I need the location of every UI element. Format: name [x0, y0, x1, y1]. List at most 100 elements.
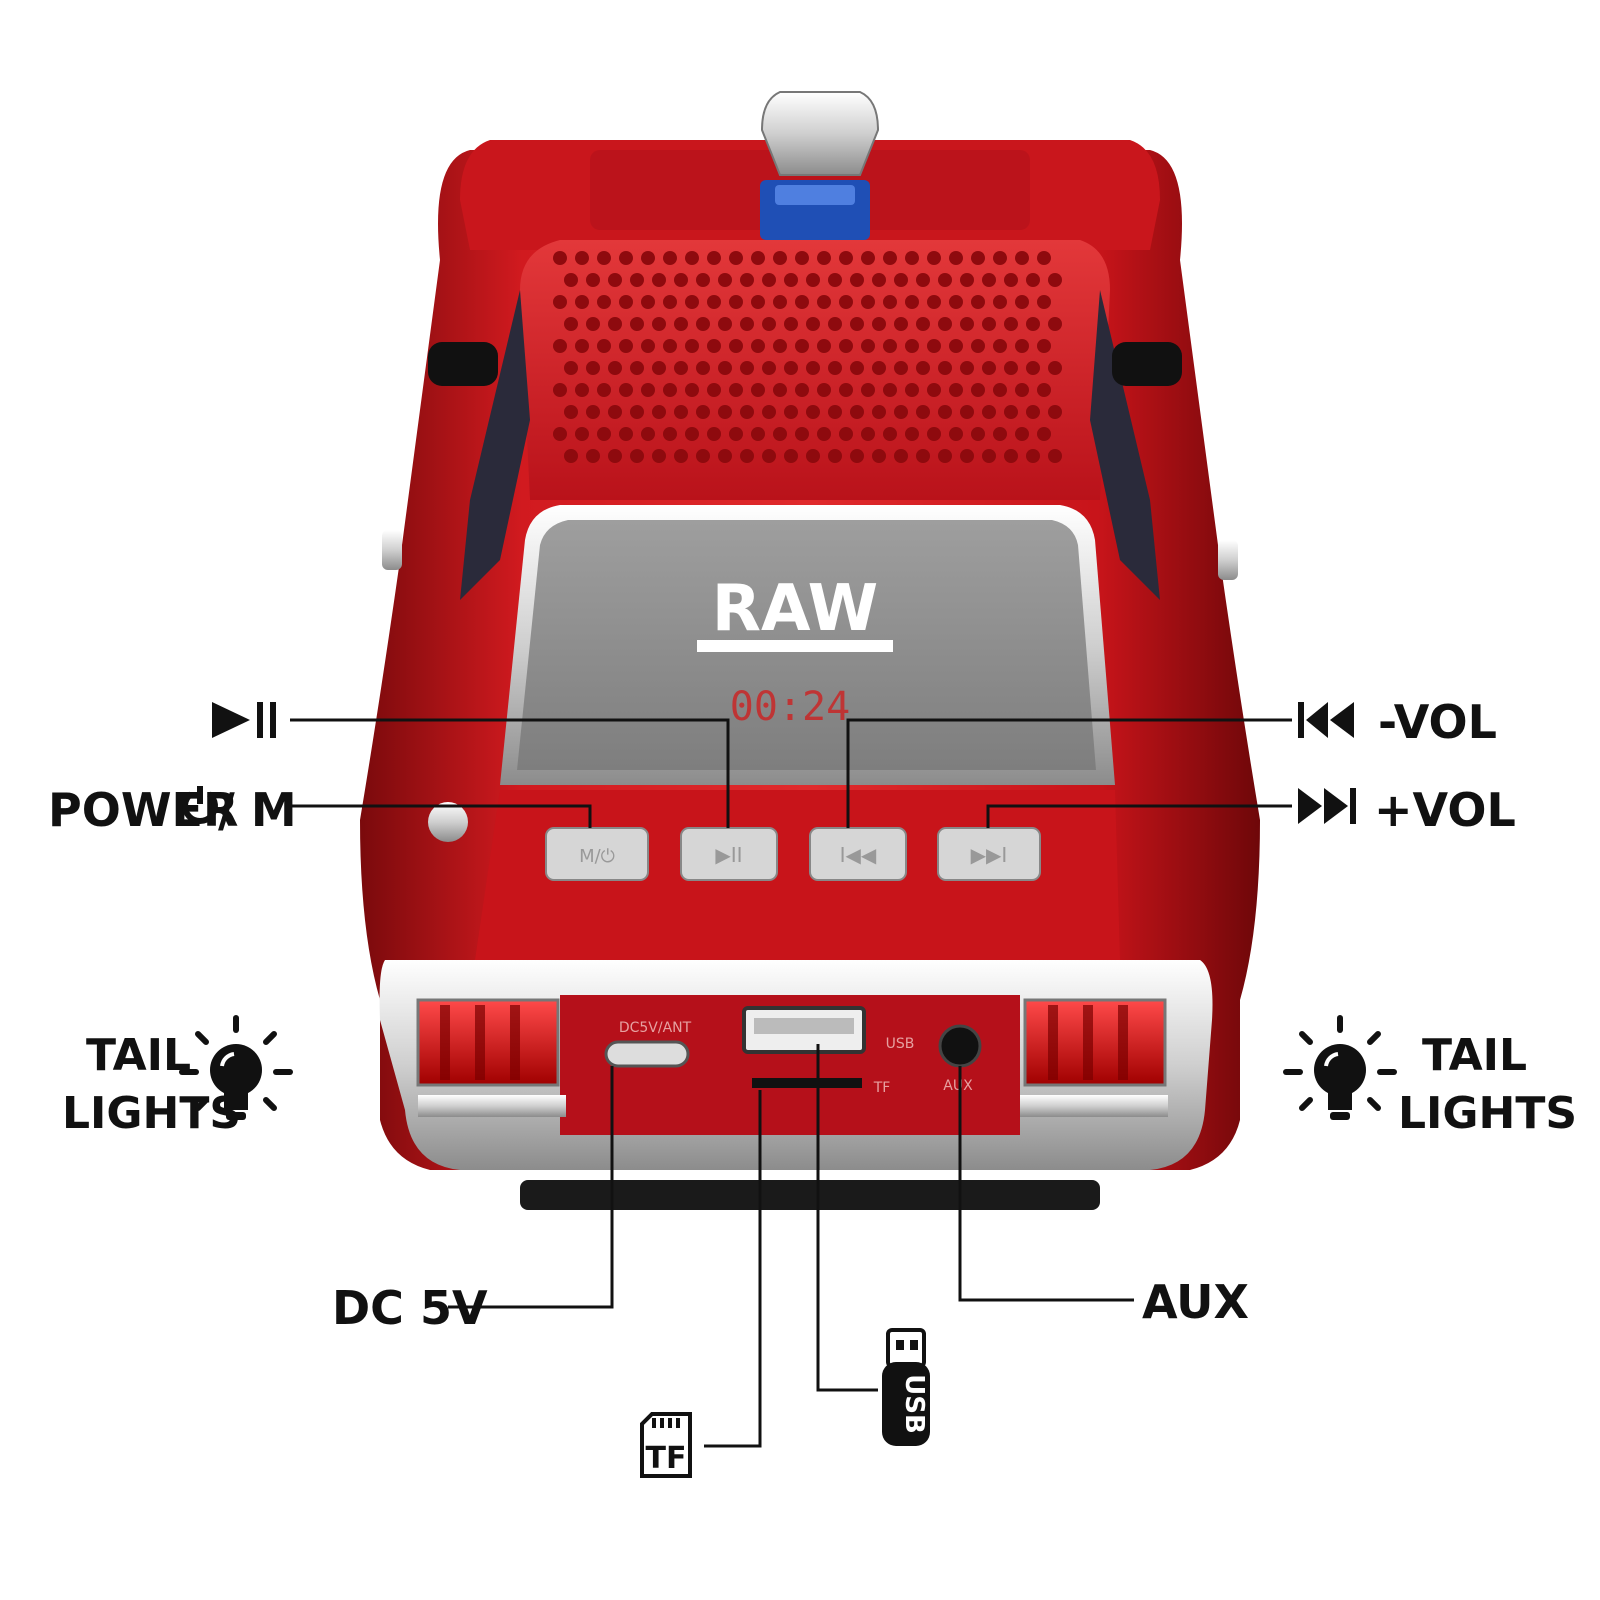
grille-hole — [993, 295, 1007, 309]
tail-right-line1: TAIL — [1422, 1030, 1527, 1081]
grille-hole — [784, 273, 798, 287]
grille-hole — [916, 317, 930, 331]
grille-hole — [564, 361, 578, 375]
grille-hole — [586, 273, 600, 287]
grille-hole — [817, 427, 831, 441]
grille-hole — [608, 273, 622, 287]
tail-left-line2: LIGHTS — [62, 1088, 241, 1139]
grille-hole — [916, 273, 930, 287]
grille-hole — [1004, 361, 1018, 375]
grille-hole — [641, 295, 655, 309]
grille-hole — [1015, 251, 1029, 265]
grille-hole — [630, 273, 644, 287]
usb-port-tongue — [754, 1018, 854, 1034]
grille-hole — [674, 273, 688, 287]
grille-hole — [949, 251, 963, 265]
power-text: POWER — [48, 783, 238, 837]
tail-lights-left-label: TAIL LIGHTS — [62, 1015, 293, 1139]
grille-hole — [850, 317, 864, 331]
dc-port[interactable] — [604, 1040, 690, 1068]
grille-hole — [883, 251, 897, 265]
grille-hole — [586, 317, 600, 331]
previous-button[interactable] — [809, 827, 907, 881]
tf-card-icon: TF — [640, 1412, 692, 1478]
grille-hole — [894, 449, 908, 463]
aux-label: AUX — [1142, 1275, 1249, 1329]
grille-hole — [740, 273, 754, 287]
grille-hole — [707, 295, 721, 309]
grille-hole — [916, 449, 930, 463]
grille-hole — [927, 339, 941, 353]
left-tail-light — [416, 998, 566, 1117]
mode-button[interactable] — [545, 827, 649, 881]
grille-hole — [619, 427, 633, 441]
grille-hole — [795, 383, 809, 397]
power-icon — [182, 786, 218, 824]
grille-hole — [564, 317, 578, 331]
grille-hole — [1037, 427, 1051, 441]
grille-hole — [1037, 251, 1051, 265]
grille-hole — [729, 251, 743, 265]
grille-hole — [740, 317, 754, 331]
grille-hole — [751, 251, 765, 265]
grille-hole — [1048, 405, 1062, 419]
grille-hole — [828, 405, 842, 419]
tf-slot[interactable] — [752, 1078, 862, 1088]
grille-hole — [597, 383, 611, 397]
grille-hole — [707, 427, 721, 441]
grille-hole — [861, 383, 875, 397]
grille-hole — [564, 405, 578, 419]
grille-hole — [938, 361, 952, 375]
tf-port-mark: TF — [873, 1080, 891, 1096]
grille-hole — [740, 449, 754, 463]
grille-hole — [608, 317, 622, 331]
grille-hole — [905, 251, 919, 265]
grille-hole — [982, 273, 996, 287]
grille-hole — [652, 449, 666, 463]
grille-hole — [971, 383, 985, 397]
grille-hole — [729, 383, 743, 397]
grille-hole — [729, 427, 743, 441]
grille-hole — [564, 449, 578, 463]
grille-hole — [883, 339, 897, 353]
grille-hole — [630, 361, 644, 375]
grille-hole — [553, 295, 567, 309]
grille-hole — [872, 405, 886, 419]
grille-hole — [608, 361, 622, 375]
grille-hole — [993, 383, 1007, 397]
grille-hole — [619, 251, 633, 265]
grille-hole — [971, 295, 985, 309]
grille-hole — [850, 405, 864, 419]
grille-hole — [927, 251, 941, 265]
tail-right-line2: LIGHTS — [1398, 1088, 1577, 1139]
grille-hole — [1037, 295, 1051, 309]
grille-hole — [652, 317, 666, 331]
grille-hole — [641, 427, 655, 441]
grille-hole — [1026, 405, 1040, 419]
grille-hole — [773, 427, 787, 441]
air-intake — [760, 91, 880, 176]
grille-hole — [883, 295, 897, 309]
grille-hole — [949, 383, 963, 397]
grille-hole — [949, 339, 963, 353]
grille-hole — [839, 427, 853, 441]
grille-hole — [1004, 317, 1018, 331]
aux-port[interactable] — [938, 1024, 982, 1068]
grille-hole — [773, 295, 787, 309]
grille-hole — [586, 449, 600, 463]
grille-hole — [586, 405, 600, 419]
grille-hole — [1037, 383, 1051, 397]
grille-hole — [718, 273, 732, 287]
grille-hole — [839, 383, 853, 397]
grille-hole — [894, 361, 908, 375]
grille-hole — [971, 427, 985, 441]
dc-line — [448, 1066, 614, 1309]
grille-hole — [663, 427, 677, 441]
grille-hole — [707, 383, 721, 397]
grille-hole — [729, 339, 743, 353]
grille-hole — [663, 339, 677, 353]
play-pause-label — [212, 702, 276, 738]
grille-hole — [1048, 449, 1062, 463]
grille-hole — [773, 339, 787, 353]
